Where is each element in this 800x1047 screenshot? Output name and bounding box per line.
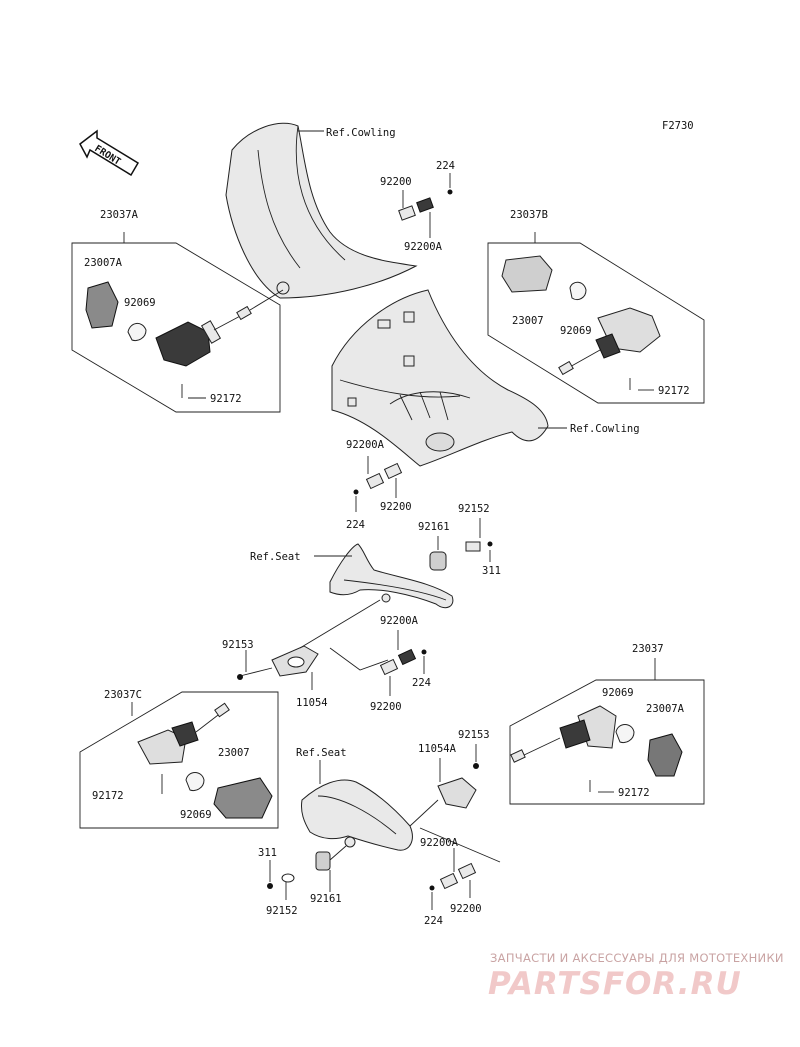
ref-seat-upper: Ref.Seat [250, 551, 301, 563]
label-92200-top: 92200 [380, 176, 412, 188]
label-92161-upper: 92161 [418, 521, 450, 533]
mount-plate-11054A [409, 744, 479, 827]
label-92153-right: 92153 [458, 729, 490, 741]
label-92161-low: 92161 [310, 893, 342, 905]
label-92200A-top: 92200A [404, 241, 443, 253]
label-92069-left: 92069 [124, 297, 156, 309]
upper-seat-drawing [329, 518, 493, 609]
right-front-signal-group [487, 232, 705, 404]
label-92069-lr: 92069 [602, 687, 634, 699]
left-front-signal-group [71, 232, 281, 413]
mid-clips [353, 456, 403, 512]
mount-plate-11054 [237, 599, 389, 690]
label-224-low: 224 [424, 915, 443, 927]
label-11054: 11054 [296, 697, 328, 709]
label-23007-ll: 23007 [218, 747, 250, 759]
label-23037B: 23037B [510, 209, 548, 221]
label-92172-ll: 92172 [92, 790, 124, 802]
label-23037A: 23037A [100, 209, 139, 221]
label-92200A-low: 92200A [420, 837, 459, 849]
label-224-top: 224 [436, 160, 455, 172]
upper-cowling-drawing [225, 122, 418, 299]
low-clips [419, 827, 501, 910]
ref-cowling-top: Ref.Cowling [326, 127, 396, 139]
front-arrow-icon: FRONT [79, 129, 140, 177]
label-23007A-left: 23007A [84, 257, 123, 269]
rear-right-signal-group [509, 658, 705, 805]
label-23037C: 23037C [104, 689, 142, 701]
diagram-code: F2730 [662, 120, 694, 132]
lower-hardware [267, 845, 347, 900]
label-92069-ll: 92069 [180, 809, 212, 821]
label-311-upper: 311 [482, 565, 501, 577]
label-92200A-seat: 92200A [380, 615, 419, 627]
label-92200-low: 92200 [450, 903, 482, 915]
label-23007-right: 23007 [512, 315, 544, 327]
watermark-top-text: ЗАПЧАСТИ И АКСЕССУАРЫ ДЛЯ МОТОТЕХНИКИ [490, 951, 784, 965]
label-92200A-mid: 92200A [346, 439, 385, 451]
label-92172-lr: 92172 [618, 787, 650, 799]
label-311-low: 311 [258, 847, 277, 859]
rear-left-signal-group [79, 691, 279, 829]
seat-clips [379, 630, 427, 696]
label-92153-left: 92153 [222, 639, 254, 651]
label-224-seat: 224 [412, 677, 431, 689]
label-92152-upper: 92152 [458, 503, 490, 515]
label-92069-right: 92069 [560, 325, 592, 337]
label-92172-left: 92172 [210, 393, 242, 405]
label-92172-right: 92172 [658, 385, 690, 397]
label-92152-low: 92152 [266, 905, 298, 917]
watermark-brand: PARTSFOR.RU [488, 966, 742, 1002]
label-92200-mid: 92200 [380, 501, 412, 513]
top-clips [398, 173, 453, 238]
ref-seat-lower: Ref.Seat [296, 747, 347, 759]
ref-cowling-mid: Ref.Cowling [570, 423, 640, 435]
label-92200-seat: 92200 [370, 701, 402, 713]
lower-seat-drawing [301, 779, 413, 851]
label-11054A: 11054A [418, 743, 457, 755]
middle-cowling-drawing [331, 289, 549, 467]
label-224-mid: 224 [346, 519, 365, 531]
label-23007A-lr: 23007A [646, 703, 685, 715]
label-23037: 23037 [632, 643, 664, 655]
